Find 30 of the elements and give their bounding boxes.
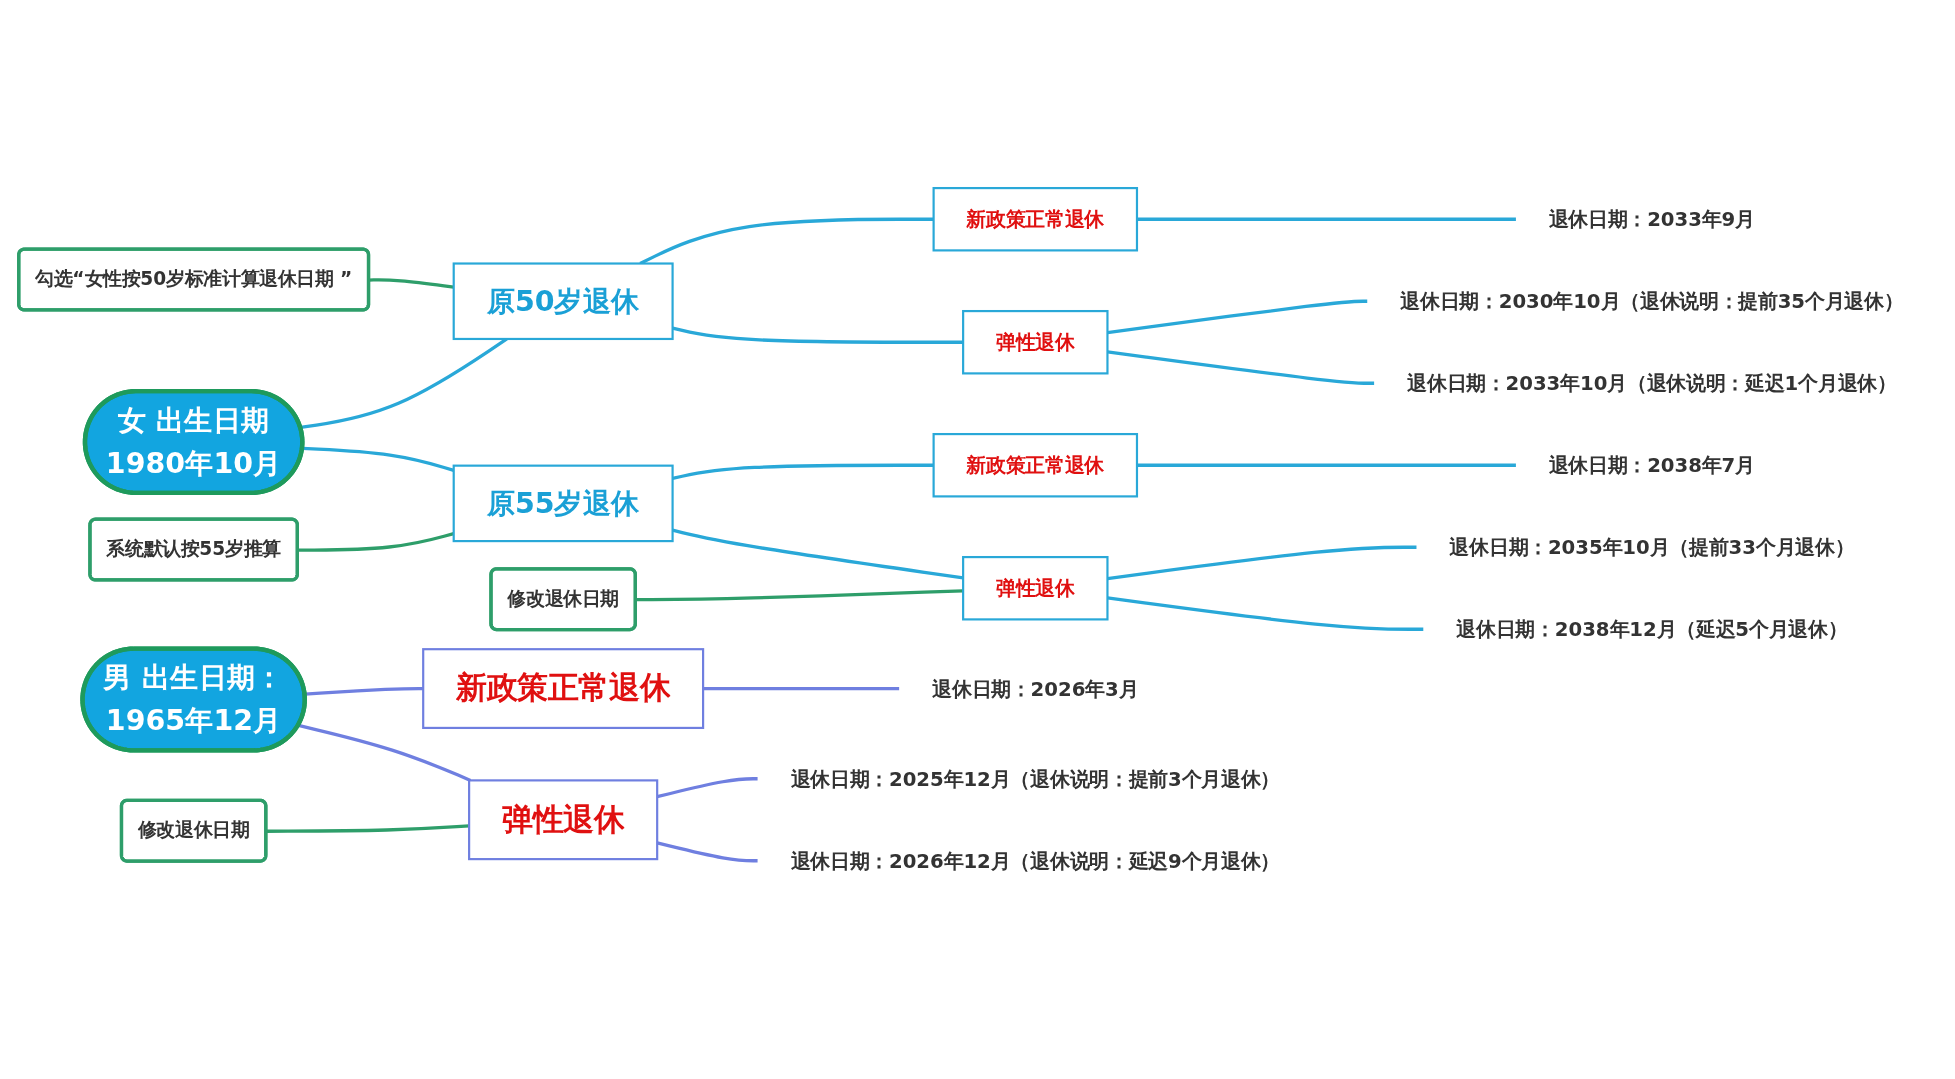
connector <box>672 325 964 344</box>
connector <box>298 723 472 782</box>
node-box: 原55岁退休 <box>452 464 674 542</box>
node-text: 退休日期：2038年12月（延迟5个月退休） <box>1456 617 1848 641</box>
node-box: 新政策正常退休 <box>422 647 705 729</box>
node-box: 新政策正常退休 <box>932 186 1139 251</box>
node-box: 弹性退休 <box>962 309 1109 374</box>
node-text: 退休日期：2038年7月 <box>1548 453 1755 477</box>
node-box: 弹性退休 <box>962 555 1109 620</box>
connector <box>1107 349 1375 385</box>
node-box: 原50岁退休 <box>452 261 674 340</box>
connector <box>1107 545 1417 580</box>
connector <box>1136 463 1516 467</box>
node-text: 退休日期：2033年10月（退休说明：延迟1个月退休） <box>1407 371 1897 395</box>
node-box: 新政策正常退休 <box>932 432 1139 497</box>
connector <box>672 528 964 579</box>
connector <box>1107 299 1368 334</box>
node-text: 退休日期：2035年10月（提前33个月退休） <box>1449 535 1855 559</box>
node-text: 退休日期：2025年12月（退休说明：提前3个月退休） <box>790 766 1281 790</box>
connector <box>266 823 470 833</box>
connector <box>369 277 454 289</box>
node-text: 退休日期：2026年12月（退休说明：延迟9个月退休） <box>790 848 1281 872</box>
connector <box>1107 595 1424 631</box>
node-box: 弹性退休 <box>468 778 659 860</box>
connector <box>672 463 934 480</box>
node-text: 退休日期：2026年3月 <box>932 676 1139 700</box>
node-text: 退休日期：2033年9月 <box>1548 207 1755 231</box>
connector <box>703 686 900 690</box>
connector <box>1136 217 1516 221</box>
node-text: 退休日期：2030年10月（退休说明：提前35个月退休） <box>1400 289 1904 313</box>
